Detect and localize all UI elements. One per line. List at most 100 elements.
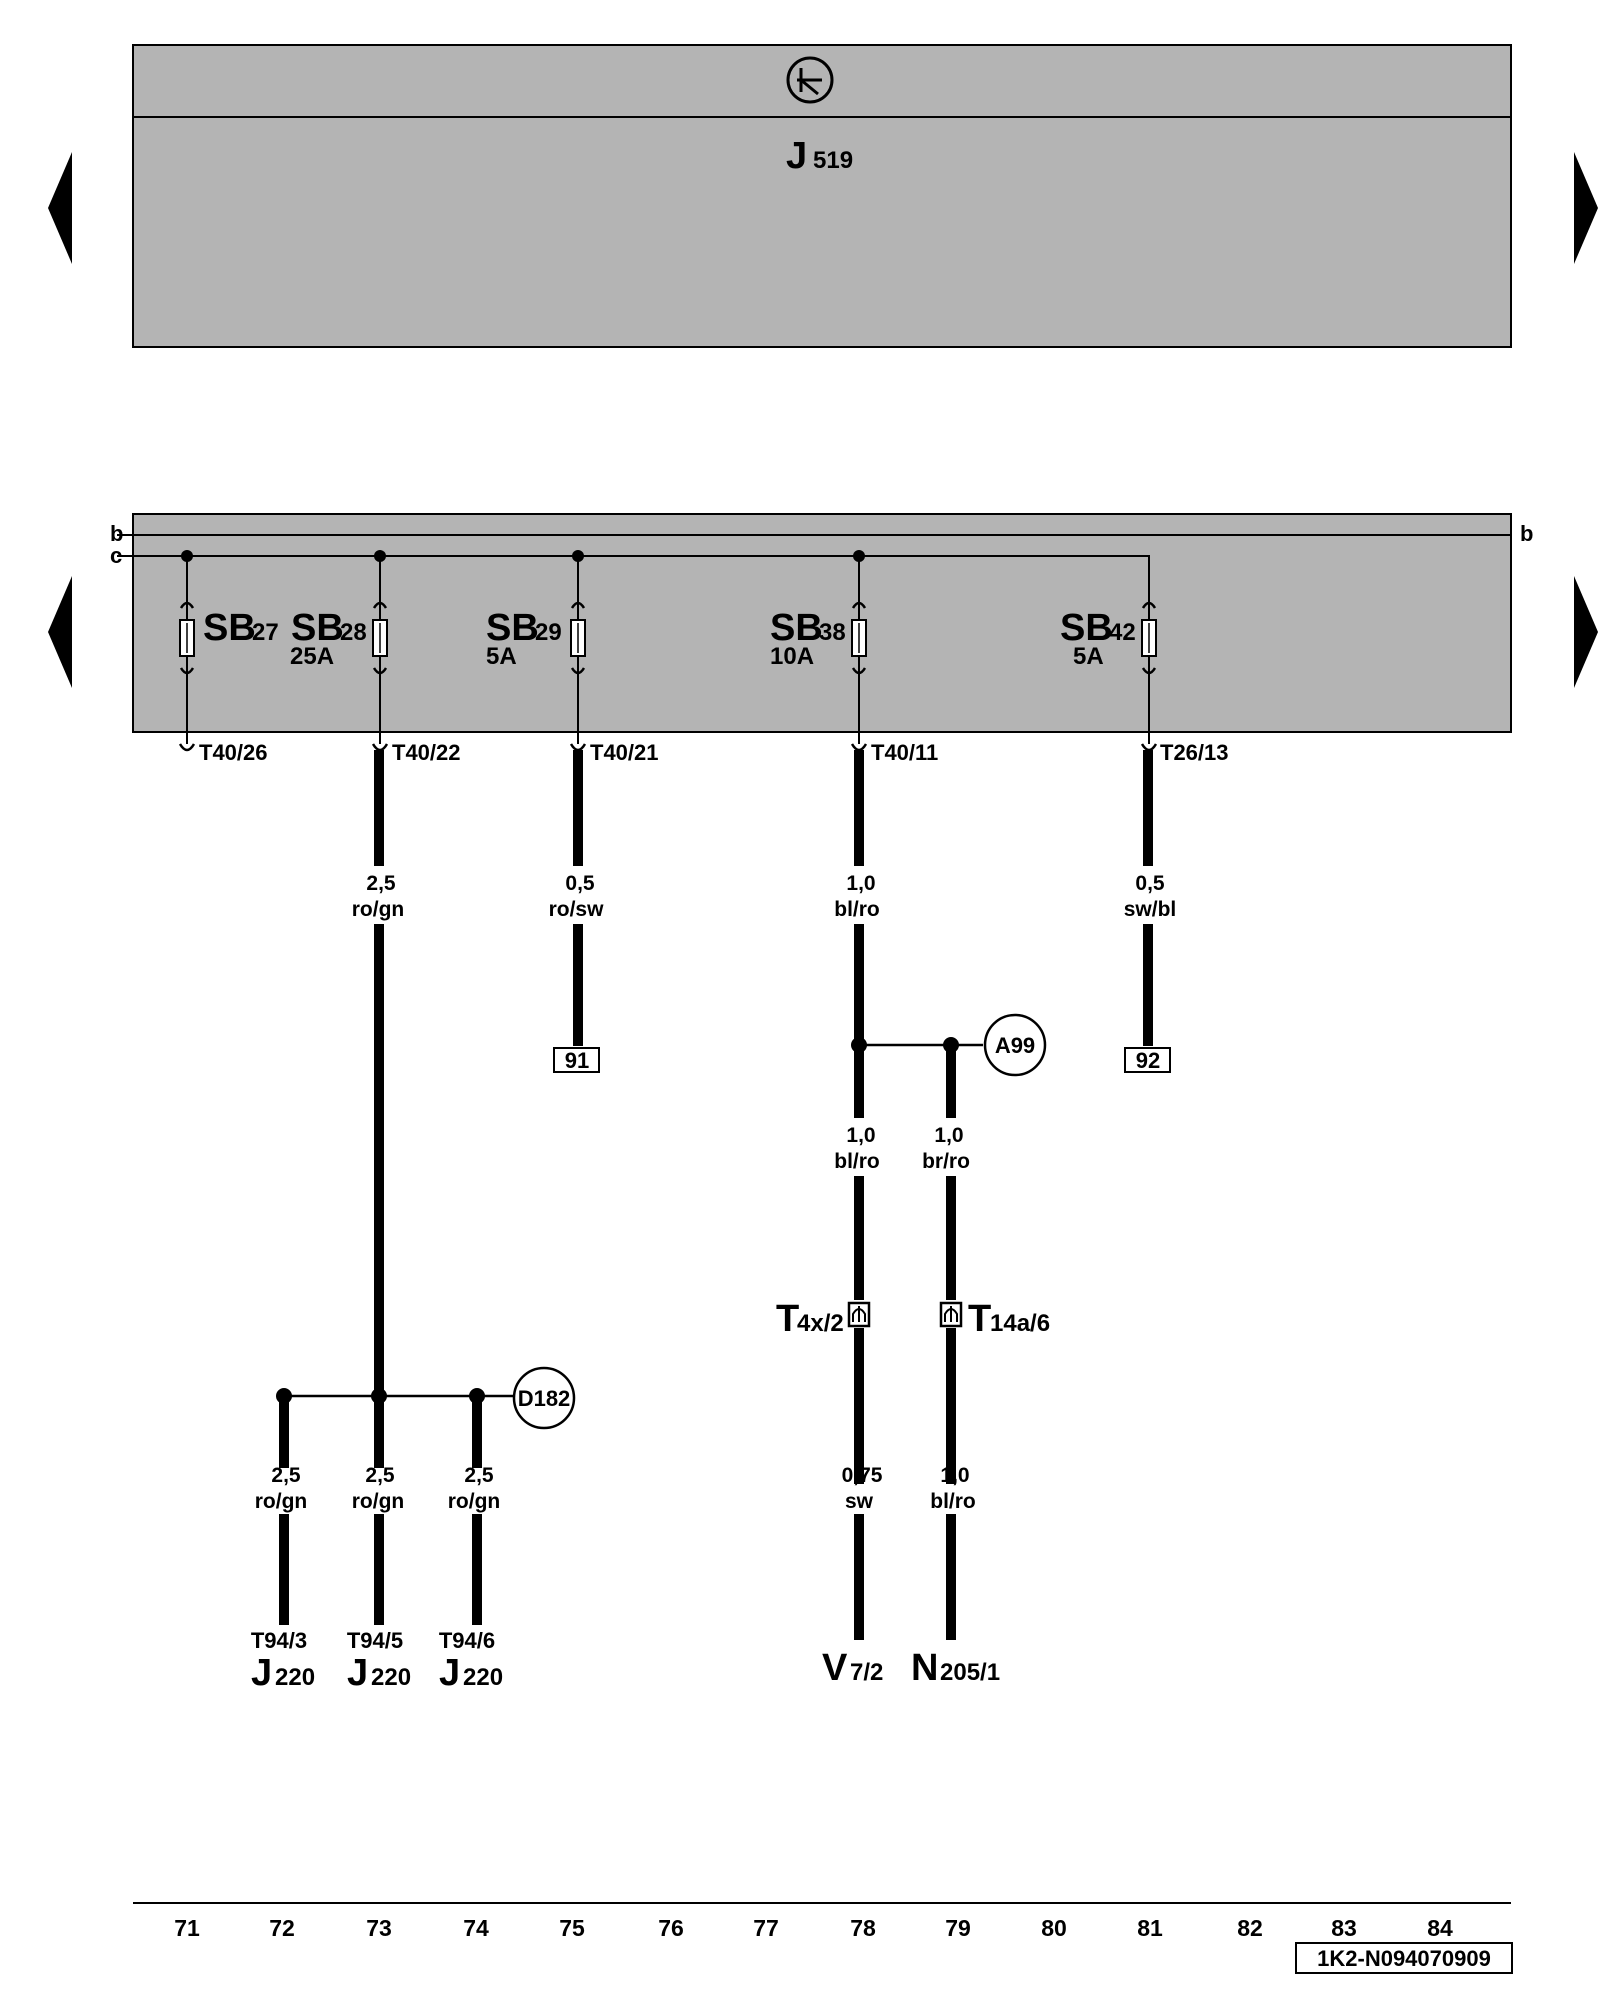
- wire-size: 2,5: [366, 872, 396, 895]
- wire-size: 2,5: [271, 1464, 301, 1487]
- column-number: 72: [269, 1915, 295, 1941]
- pin-label: T40/21: [590, 740, 659, 765]
- junction-dots: [276, 1037, 959, 1404]
- wire-size: 1,0: [846, 1124, 875, 1147]
- fuse-27: [178, 550, 196, 752]
- column-number: 76: [658, 1915, 684, 1941]
- control-unit-panel: [132, 44, 1512, 348]
- junction-label: A99: [995, 1033, 1035, 1058]
- wire-size: 1,0: [846, 872, 875, 895]
- wire-color: bl/ro: [930, 1490, 976, 1513]
- next-page-arrow-icon[interactable]: [1574, 576, 1598, 688]
- terminal-n205: N 205/1: [911, 1647, 1000, 1689]
- junction-d182: D182: [512, 1366, 576, 1430]
- fuse-panel: [132, 513, 1512, 733]
- connector-letter: T: [968, 1298, 991, 1340]
- wire-color: bl/ro: [834, 898, 880, 921]
- fuse-rating: 5A: [486, 643, 517, 670]
- wire-color: bl/ro: [834, 1150, 880, 1173]
- reference-box-92: 92: [1124, 1047, 1171, 1073]
- transistor-icon: [786, 56, 834, 104]
- fuse-id: SB: [1060, 607, 1113, 649]
- document-id: 1K2-N094070909: [1317, 1946, 1491, 1971]
- terminal-j220-t94-3: T94/3 J 220: [251, 1628, 315, 1694]
- column-number: 81: [1137, 1915, 1163, 1941]
- wire-color: br/ro: [922, 1150, 970, 1173]
- wire-size: 0,5: [1135, 872, 1165, 895]
- terminal-sub: 220: [463, 1664, 503, 1691]
- wire-segments: [279, 750, 1153, 1640]
- fuse-id: SB: [770, 607, 823, 649]
- wire-color: sw: [845, 1490, 874, 1513]
- pin-label: T26/13: [1160, 740, 1229, 765]
- terminal-letter: N: [911, 1647, 938, 1689]
- fuse-label-sb28: SB 28 25A: [290, 607, 367, 670]
- fuse-38: [850, 550, 868, 752]
- prev-page-arrow-icon[interactable]: [48, 576, 72, 688]
- wire-color: ro/gn: [255, 1490, 308, 1513]
- terminal-pin: T94/3: [251, 1628, 307, 1653]
- branch-wires: [284, 1043, 983, 1398]
- terminal-sub: 220: [371, 1664, 411, 1691]
- wire-color: ro/gn: [352, 1490, 405, 1513]
- document-id-box: 1K2-N094070909: [1295, 1942, 1513, 1974]
- terminal-pin: T94/6: [439, 1628, 495, 1653]
- fuse-29: [569, 550, 587, 752]
- terminal-v7: V 7/2: [822, 1647, 883, 1689]
- pin-label: T40/26: [199, 740, 268, 765]
- fuse-28: [371, 550, 389, 752]
- junction-label: D182: [518, 1386, 571, 1411]
- terminal-sub: 220: [275, 1664, 315, 1691]
- wire-size: 0,75: [842, 1464, 883, 1487]
- terminal-letter: J: [439, 1652, 460, 1694]
- wire-color: sw/bl: [1124, 898, 1177, 921]
- next-page-arrow-icon[interactable]: [1574, 152, 1598, 264]
- column-number: 74: [463, 1915, 489, 1941]
- reference-box-91: 91: [553, 1047, 600, 1073]
- wire-size: 2,5: [464, 1464, 494, 1487]
- column-number: 78: [850, 1915, 876, 1941]
- wire-color: ro/gn: [352, 898, 405, 921]
- wire-color: ro/sw: [549, 898, 605, 921]
- fuse-id: SB: [203, 607, 256, 649]
- pin-label: T40/11: [871, 740, 938, 765]
- fuse-num: 38: [819, 619, 846, 646]
- fuse-label-sb27: SB 27: [203, 607, 279, 649]
- connector-label-t14a: T 14a/6: [968, 1298, 1050, 1340]
- fuse-label-sb29: SB 29 5A: [486, 607, 562, 670]
- column-number: 84: [1427, 1915, 1453, 1941]
- connector-label-t4x: T 4x/2: [776, 1298, 844, 1340]
- terminal-letter: J: [251, 1652, 272, 1694]
- wire-size: 0,5: [565, 872, 595, 895]
- terminal-j220-t94-5: T94/5 J 220: [347, 1628, 411, 1694]
- fuse-num: 42: [1109, 619, 1136, 646]
- column-number: 73: [366, 1915, 392, 1941]
- fuse-rating: 25A: [290, 643, 334, 670]
- prev-page-arrow-icon[interactable]: [48, 152, 72, 264]
- control-unit-letter: J: [786, 135, 807, 177]
- fuse-num: 27: [252, 619, 279, 646]
- terminal-pin: T94/5: [347, 1628, 403, 1653]
- wire-color: ro/gn: [448, 1490, 501, 1513]
- fuse-num: 29: [535, 619, 562, 646]
- column-number: 77: [753, 1915, 779, 1941]
- reference-label: 91: [565, 1048, 589, 1073]
- connector-sub: 4x/2: [797, 1310, 844, 1337]
- fuse-label-sb38: SB 38 10A: [770, 607, 846, 670]
- connector-sub: 14a/6: [990, 1310, 1050, 1337]
- wire-size: 2,5: [365, 1464, 395, 1487]
- column-number: 79: [945, 1915, 971, 1941]
- wire-size: 1,0: [934, 1124, 963, 1147]
- bus-b-label-right: b: [1520, 521, 1533, 546]
- column-number: 75: [559, 1915, 585, 1941]
- fuse-rating: 10A: [770, 643, 814, 670]
- fuse-id: SB: [486, 607, 539, 649]
- fuse-layer: [178, 550, 1158, 752]
- junction-a99: A99: [983, 1013, 1047, 1077]
- terminal-letter: V: [822, 1647, 848, 1689]
- terminal-sub: 205/1: [940, 1659, 1000, 1686]
- connector-t4x-icon: [847, 1301, 871, 1328]
- reference-label: 92: [1136, 1048, 1160, 1073]
